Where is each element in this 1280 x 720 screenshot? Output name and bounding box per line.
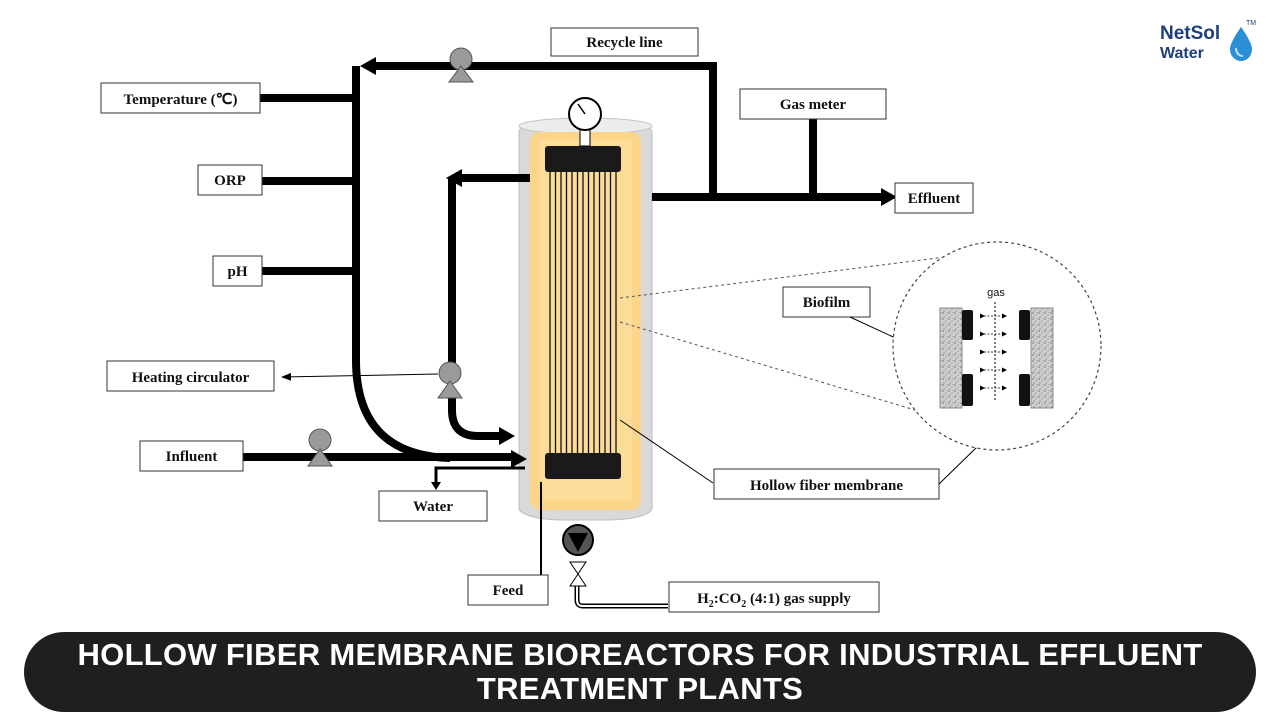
orp-label: ORP bbox=[214, 173, 246, 189]
banner-title: HOLLOW FIBER MEMBRANE BIOREACTORS FOR IN… bbox=[77, 637, 1203, 706]
biofilm-label: Biofilm bbox=[803, 295, 851, 311]
zoom-guide-lines bbox=[619, 250, 994, 414]
membrane-detail-view bbox=[892, 241, 1102, 451]
title-banner: HOLLOW FIBER MEMBRANE BIOREACTORS FOR IN… bbox=[24, 632, 1256, 712]
pipe-arrows bbox=[360, 57, 897, 468]
netsol-water-logo: NetSol Water TM bbox=[1156, 20, 1260, 72]
piping bbox=[243, 62, 885, 462]
gas-supply-label: H2:CO2 (4:1) gas supply bbox=[697, 591, 851, 610]
water-label: Water bbox=[413, 499, 453, 515]
pressure-gauge-icon bbox=[568, 97, 602, 147]
gas-supply-line bbox=[574, 586, 668, 609]
effluent-label: Effluent bbox=[908, 191, 961, 207]
logo-trademark: TM bbox=[1246, 20, 1257, 27]
label-boxes bbox=[100, 27, 974, 613]
feed-label: Feed bbox=[493, 583, 524, 599]
reactor-vessel bbox=[518, 117, 653, 521]
temperature-label: Temperature (℃) bbox=[124, 92, 238, 108]
gas-diffusion-arrows bbox=[980, 313, 1007, 391]
gas-valve-icon bbox=[562, 524, 594, 587]
pump-icon-heating bbox=[437, 361, 463, 399]
pump-icon-recycle bbox=[448, 47, 474, 83]
logo-line1: NetSol bbox=[1160, 23, 1221, 44]
influent-label: Influent bbox=[166, 449, 218, 465]
recycle-line-label: Recycle line bbox=[586, 35, 663, 51]
water-outlet-line bbox=[431, 466, 525, 490]
gas-label: gas bbox=[987, 287, 1005, 299]
logo-line2: Water bbox=[1160, 45, 1204, 62]
hollow-fibers bbox=[549, 172, 617, 453]
heating-circulator-label: Heating circulator bbox=[132, 370, 250, 386]
hollow-fiber-membrane-label: Hollow fiber membrane bbox=[750, 478, 903, 494]
ph-label: pH bbox=[227, 264, 247, 280]
gas-meter-label: Gas meter bbox=[780, 97, 847, 113]
water-drop-icon bbox=[1230, 27, 1252, 61]
pump-icon-influent bbox=[307, 428, 333, 467]
